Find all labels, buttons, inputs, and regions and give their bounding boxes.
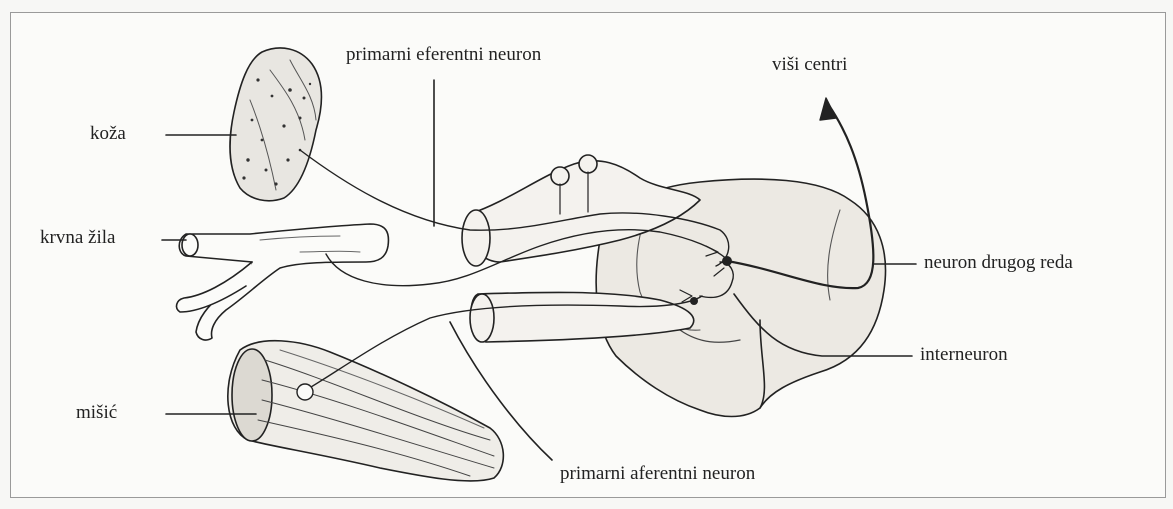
label-koza: koža <box>90 123 126 145</box>
label-primarni-eferentni: primarni eferentni neuron <box>346 44 541 66</box>
label-visi-centri: viši centri <box>772 54 847 76</box>
label-interneuron: interneuron <box>920 344 1008 366</box>
label-neuron-drugog-reda: neuron drugog reda <box>924 252 1073 274</box>
blood-vessel-illustration <box>177 224 389 340</box>
interneuron-dot <box>690 297 698 305</box>
label-primarni-aferentni: primarni aferentni neuron <box>560 463 755 485</box>
label-krvna-zila: krvna žila <box>40 227 115 249</box>
muscle-illustration <box>228 341 504 481</box>
label-misic: mišić <box>76 402 117 424</box>
skin-illustration <box>230 48 321 201</box>
ascending-arrowhead <box>820 98 836 120</box>
